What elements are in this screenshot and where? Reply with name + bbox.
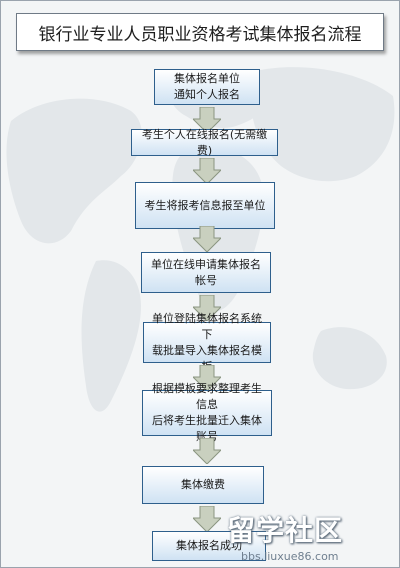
- step-organize-and-import-candidates: 根据模板要求整理考生信息后将考生批量迁入集体账号: [142, 382, 272, 443]
- step-line: 单位登陆集体报名系统下: [152, 311, 262, 341]
- step-online-registration: 考生个人在线报名(无需缴费): [131, 127, 278, 157]
- flow-arrow-down-icon: [193, 158, 221, 184]
- watermark-url: bbs.liuxue86.com: [241, 550, 339, 563]
- flow-arrow-down-icon: [193, 295, 221, 321]
- flow-arrow-down-icon: [193, 226, 221, 252]
- flow-arrow-down-icon: [193, 438, 221, 464]
- step-download-import-template: 单位登陆集体报名系统下载批量导入集体报名模板: [143, 312, 271, 373]
- step-registration-success: 集体报名成功: [152, 531, 266, 561]
- step-notify-individual-registration: 集体报名单位通知个人报名: [154, 69, 260, 105]
- step-line: 考生个人在线报名(无需缴费): [141, 127, 268, 157]
- step-line: 单位在线申请集体报名: [151, 257, 261, 271]
- page-title: 银行业专业人员职业资格考试集体报名流程: [16, 13, 384, 51]
- step-line: 集体缴费: [181, 478, 225, 491]
- flow-arrow-down-icon: [193, 107, 221, 133]
- watermark-logo-text: 留学社区: [227, 514, 344, 547]
- step-line: 集体报名成功: [176, 539, 242, 552]
- step-line: 通知个人报名: [174, 88, 240, 101]
- flow-arrow-down-icon: [193, 365, 221, 391]
- step-group-payment: 集体缴费: [142, 466, 264, 504]
- step-line: 根据模板要求整理考生信息: [152, 382, 262, 411]
- flow-arrow-down-icon: [193, 506, 221, 532]
- step-submit-info-to-unit: 考生将报考信息报至单位: [135, 182, 275, 229]
- step-line: 考生将报考信息报至单位: [144, 198, 266, 212]
- step-line: 帐号: [195, 273, 217, 287]
- step-apply-group-account: 单位在线申请集体报名帐号: [141, 252, 271, 293]
- step-line: 集体报名单位: [174, 72, 240, 85]
